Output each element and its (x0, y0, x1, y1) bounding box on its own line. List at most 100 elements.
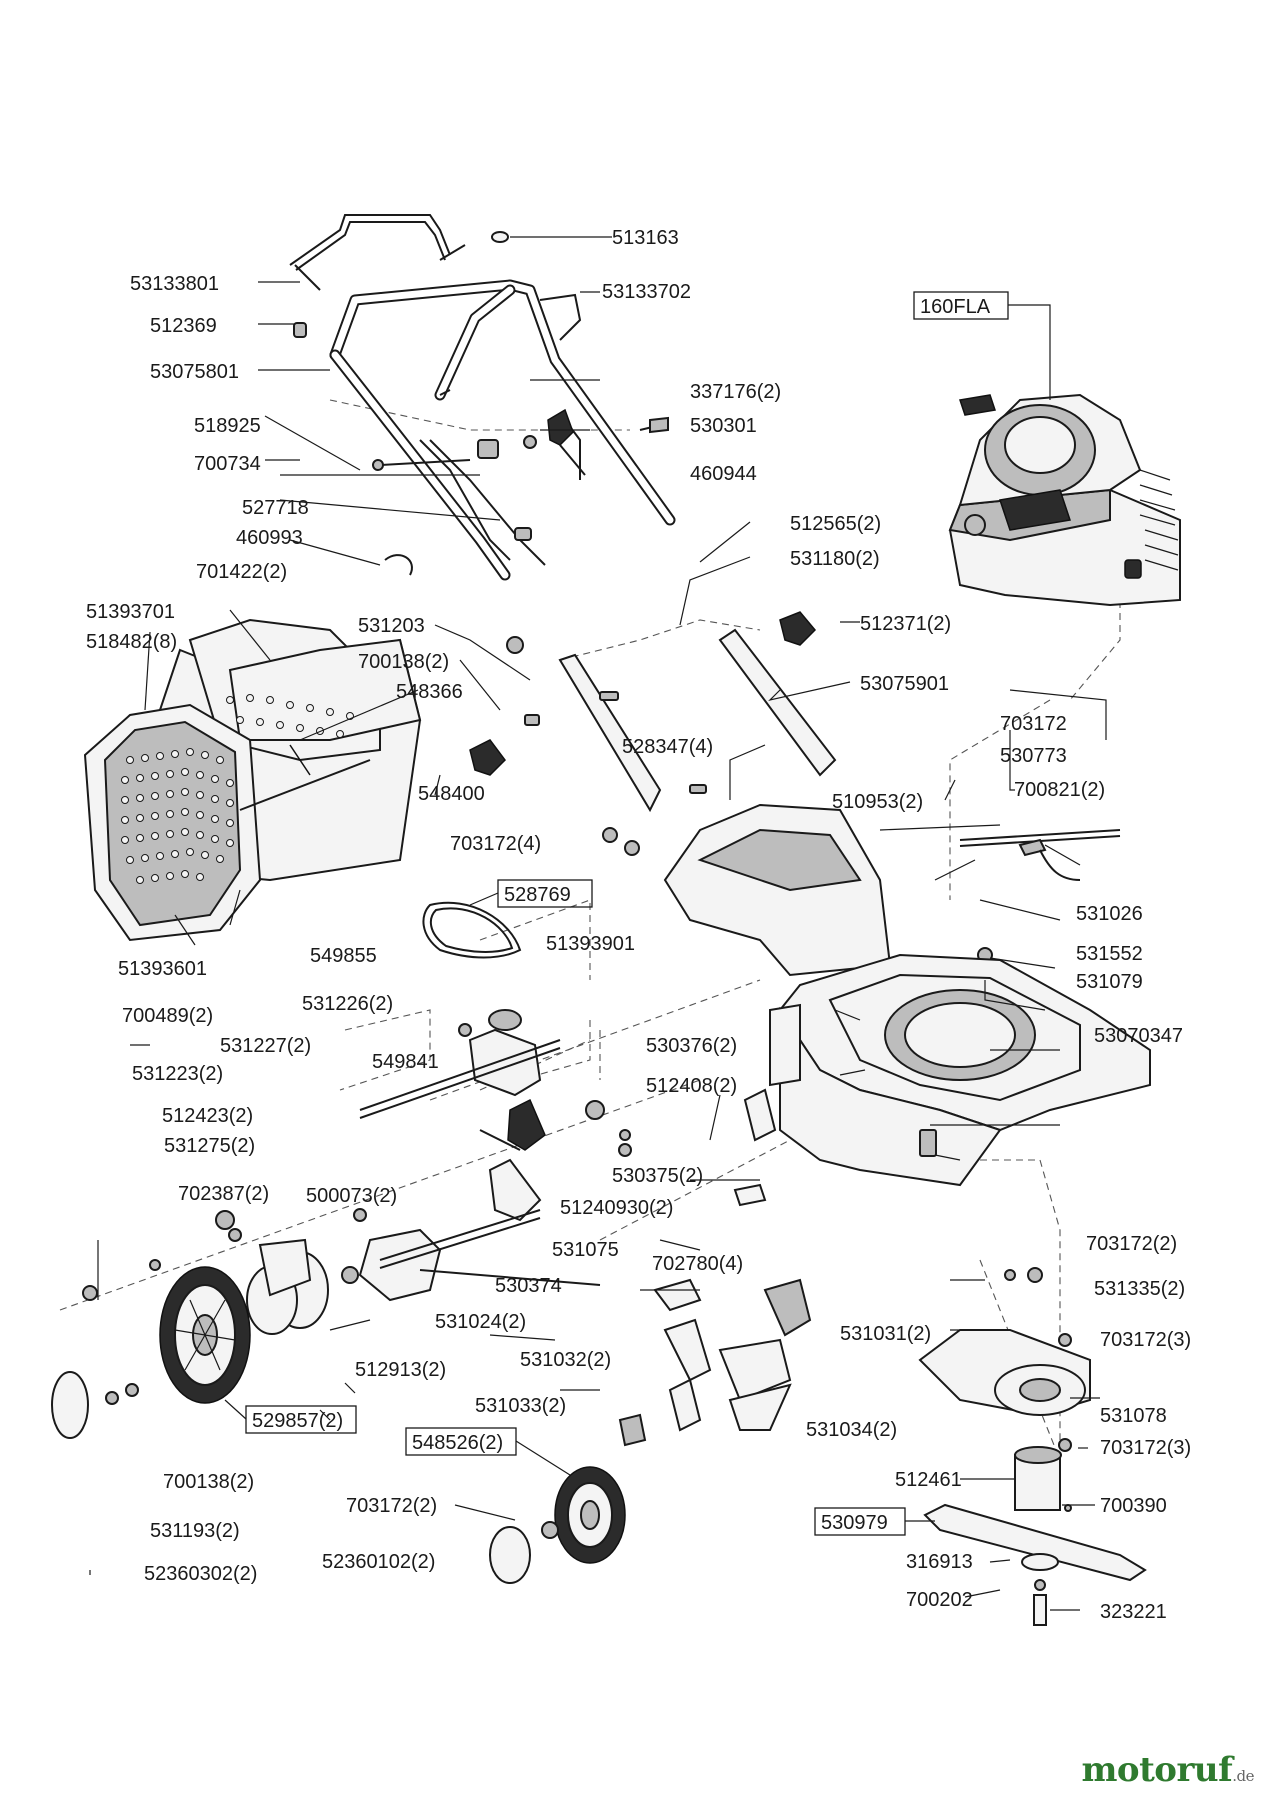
part-label-512423: 512423(2) (162, 1105, 253, 1127)
part-label-703172-3b: 703172(3) (1100, 1437, 1191, 1459)
part-label-531031: 531031(2) (840, 1323, 931, 1345)
svg-text:528769: 528769 (504, 884, 571, 906)
part-label-531180: 531180(2) (790, 548, 880, 570)
front-axle (82, 1208, 601, 1335)
part-label-512461: 512461 (895, 1469, 962, 1491)
part-label-500073: 500073(2) (306, 1185, 397, 1207)
part-label-531335: 531335(2) (1094, 1278, 1185, 1300)
boxed-label-528769: 528769 (469, 879, 593, 908)
part-label-703172-4: 703172(4) (450, 833, 541, 855)
handle-small-parts (293, 231, 669, 576)
front-brackets (618, 1088, 812, 1447)
part-label-460944: 460944 (690, 463, 757, 485)
part-label-528347: 528347(4) (622, 736, 713, 758)
part-number-labels: 513163 53133801 53133702 512369 53075801… (86, 227, 1191, 1623)
part-label-700734: 700734 (194, 453, 261, 475)
part-label-531026: 531026 (1076, 903, 1143, 925)
part-label-53075801: 53075801 (150, 361, 239, 383)
part-label-531034: 531034(2) (806, 1419, 897, 1441)
part-label-702780: 702780(4) (652, 1253, 743, 1275)
grass-catcher-vents (121, 694, 354, 884)
part-label-530374: 530374 (495, 1275, 562, 1297)
engine-160FLA (948, 393, 1181, 607)
part-label-531203: 531203 (358, 615, 425, 637)
upper-handle (329, 279, 676, 581)
part-label-531227: 531227(2) (220, 1035, 311, 1057)
part-label-51393601: 51393601 (118, 958, 207, 980)
part-label-530773: 530773 (1000, 745, 1067, 767)
rear-wheel (51, 1266, 251, 1439)
part-label-700390: 700390 (1100, 1495, 1167, 1517)
svg-text:529857(2): 529857(2) (252, 1410, 343, 1432)
blade-assembly (918, 1267, 1147, 1626)
part-label-700138-2: 700138(2) (163, 1471, 254, 1493)
rear-axle (959, 829, 1121, 881)
part-label-531079: 531079 (1076, 971, 1143, 993)
part-label-512371: 512371(2) (860, 613, 951, 635)
boxed-label-160FLA: 160FLA (913, 291, 1051, 400)
watermark-suffix: .de (1232, 1767, 1254, 1785)
part-label-51393701: 51393701 (86, 601, 175, 623)
part-label-52360302: 52360302(2) (144, 1563, 257, 1585)
part-label-531275: 531275(2) (164, 1135, 255, 1157)
part-label-316913: 316913 (906, 1551, 973, 1573)
grass-catcher (83, 618, 422, 942)
part-label-337176: 337176(2) (690, 381, 781, 403)
part-label-51393901: 51393901 (546, 933, 635, 955)
part-label-531075: 531075 (552, 1239, 619, 1261)
part-label-530301: 530301 (690, 415, 757, 437)
boxed-label-529857: 529857(2) (224, 1399, 357, 1434)
mower-deck (769, 953, 1151, 1187)
svg-text:160FLA: 160FLA (920, 296, 991, 318)
part-label-513163: 513163 (612, 227, 679, 249)
rear-flap (663, 803, 892, 977)
part-label-700489: 700489(2) (122, 1005, 213, 1027)
height-adjust-levers (469, 611, 993, 963)
part-label-531223: 531223(2) (132, 1063, 223, 1085)
part-label-51240930: 51240930(2) (560, 1197, 673, 1219)
leader-lines (89, 236, 1107, 1611)
part-label-531226: 531226(2) (302, 993, 393, 1015)
part-label-530376: 530376(2) (646, 1035, 737, 1057)
watermark-text: motoruf (1081, 1750, 1233, 1790)
part-label-700202: 700202 (906, 1589, 973, 1611)
part-label-52360102: 52360102(2) (322, 1551, 435, 1573)
part-label-53133702: 53133702 (602, 281, 691, 303)
boxed-label-548526: 548526(2) (405, 1427, 571, 1476)
part-label-53075901: 53075901 (860, 673, 949, 695)
part-label-701422: 701422(2) (196, 561, 287, 583)
part-label-703172-3a: 703172(3) (1100, 1329, 1191, 1351)
part-label-548400: 548400 (418, 783, 485, 805)
part-label-518482: 518482(8) (86, 631, 177, 653)
drive-belt (422, 901, 522, 959)
part-label-549841: 549841 (372, 1051, 439, 1073)
part-label-703172: 703172 (1000, 713, 1067, 735)
part-label-530375: 530375(2) (612, 1165, 703, 1187)
part-label-53133801: 53133801 (130, 273, 219, 295)
boxed-part-labels: 160FLA 528769 529857(2) 548526(2) 530979 (224, 291, 1051, 1536)
part-label-531078: 531078 (1100, 1405, 1167, 1427)
part-label-512565: 512565(2) (790, 513, 881, 535)
engine-cooling-fins (1139, 469, 1179, 571)
part-label-549855: 549855 (310, 945, 377, 967)
part-label-510953: 510953(2) (832, 791, 923, 813)
part-label-512369: 512369 (150, 315, 217, 337)
part-label-460993: 460993 (236, 527, 303, 549)
front-wheel (489, 1466, 626, 1584)
part-label-531033: 531033(2) (475, 1395, 566, 1417)
part-label-700138: 700138(2) (358, 651, 449, 673)
part-label-53070347: 53070347 (1094, 1025, 1183, 1047)
svg-text:548526(2): 548526(2) (412, 1432, 503, 1454)
part-label-527718: 527718 (242, 497, 309, 519)
part-label-512913: 512913(2) (355, 1359, 446, 1381)
part-label-323221: 323221 (1100, 1601, 1167, 1623)
part-label-702387: 702387(2) (178, 1183, 269, 1205)
part-label-518925: 518925 (194, 415, 261, 437)
part-label-531032: 531032(2) (520, 1349, 611, 1371)
part-label-548366: 548366 (396, 681, 463, 703)
part-label-700821: 700821(2) (1014, 779, 1105, 801)
svg-text:530979: 530979 (821, 1512, 888, 1534)
part-label-531193: 531193(2) (150, 1520, 240, 1542)
